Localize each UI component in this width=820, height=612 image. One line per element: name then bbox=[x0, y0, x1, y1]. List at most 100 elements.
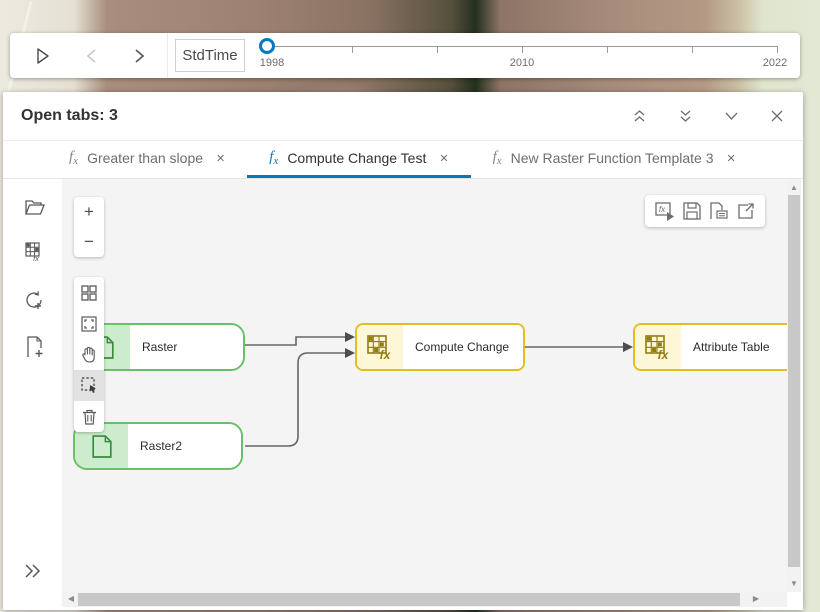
zoom-out-button[interactable]: − bbox=[84, 232, 94, 251]
hand-pan-icon bbox=[82, 346, 95, 363]
raster-function-grid-icon: fx bbox=[645, 335, 670, 361]
function-editor-canvas[interactable]: Raster Raster2 bbox=[62, 179, 787, 592]
select-tool-button[interactable] bbox=[74, 370, 104, 401]
arrowhead bbox=[345, 332, 355, 342]
save-button[interactable] bbox=[678, 198, 705, 225]
node-label: Raster bbox=[130, 325, 243, 369]
tick-label-mid: 2010 bbox=[509, 57, 535, 69]
collapse-all-button[interactable] bbox=[631, 108, 647, 124]
tick-label-start: 1998 bbox=[259, 57, 285, 69]
time-slider-handle[interactable] bbox=[259, 38, 275, 54]
raster-page-icon bbox=[91, 435, 112, 458]
expand-all-button[interactable] bbox=[677, 108, 693, 124]
scroll-down-arrow[interactable]: ▼ bbox=[790, 579, 798, 588]
time-field-label: StdTime bbox=[175, 39, 245, 72]
export-share-icon bbox=[737, 203, 754, 219]
refresh-template-button[interactable] bbox=[24, 289, 46, 311]
node-compute-change[interactable]: fx Compute Change bbox=[355, 323, 525, 371]
apply-fx-icon: fx bbox=[654, 201, 674, 221]
open-template-button[interactable] bbox=[24, 196, 46, 218]
play-icon bbox=[37, 48, 49, 64]
node-label: Attribute Table bbox=[681, 325, 787, 369]
slider-tick bbox=[437, 46, 438, 53]
left-icon-rail: fx bbox=[3, 179, 62, 592]
auto-layout-button[interactable] bbox=[74, 277, 104, 308]
canvas-tools bbox=[74, 277, 104, 432]
close-panel-button[interactable] bbox=[769, 108, 785, 124]
double-chevron-right-icon bbox=[25, 564, 41, 578]
save-as-button[interactable] bbox=[705, 198, 732, 225]
raster-function-grid-icon: fx bbox=[25, 242, 40, 262]
node-attribute-table[interactable]: fx Attribute Table bbox=[633, 323, 787, 371]
chevron-down-icon bbox=[725, 112, 737, 120]
raster-function-grid-icon: fx bbox=[367, 335, 392, 361]
folder-open-icon bbox=[25, 200, 45, 215]
double-chevron-up-icon bbox=[634, 110, 644, 122]
scroll-left-arrow[interactable]: ◀ bbox=[67, 594, 75, 603]
chevron-right-icon bbox=[134, 49, 144, 63]
tab-close-icon[interactable]: ✕ bbox=[726, 152, 736, 165]
svg-text:fx: fx bbox=[380, 348, 392, 361]
horizontal-scrollbar[interactable]: ◀ ▶ bbox=[62, 592, 787, 607]
horizontal-scroll-thumb[interactable] bbox=[78, 593, 740, 606]
time-field-text: StdTime bbox=[182, 47, 238, 64]
layout-grid-icon bbox=[81, 284, 97, 301]
connector-raster-to-compute bbox=[245, 336, 345, 346]
zoom-control: + − bbox=[74, 197, 104, 257]
circular-arrow-plus-icon bbox=[26, 291, 42, 309]
function-icon-section: fx bbox=[357, 325, 403, 369]
pan-tool-button[interactable] bbox=[74, 339, 104, 370]
arrowhead bbox=[345, 348, 355, 358]
tab-compute-change-test[interactable]: fx Compute Change Test ✕ bbox=[247, 141, 471, 178]
previous-step-button[interactable] bbox=[80, 45, 102, 67]
double-chevron-down-icon bbox=[680, 110, 690, 122]
slider-tick bbox=[777, 46, 778, 53]
time-slider-bar: StdTime 1998 2010 2022 bbox=[10, 33, 800, 78]
apply-template-button[interactable]: fx bbox=[651, 198, 678, 225]
expand-rail-button[interactable] bbox=[24, 564, 42, 578]
slider-tick bbox=[352, 46, 353, 53]
panel-title: Open tabs: 3 bbox=[21, 107, 118, 124]
delete-tool-button[interactable] bbox=[74, 401, 104, 432]
chevron-left-icon bbox=[86, 49, 96, 63]
scroll-right-arrow[interactable]: ▶ bbox=[752, 594, 760, 603]
template-toolbar: fx bbox=[645, 195, 765, 227]
collapse-panel-button[interactable] bbox=[723, 108, 739, 124]
new-template-button[interactable] bbox=[24, 336, 46, 358]
tab-greater-than-slope[interactable]: fx Greater than slope ✕ bbox=[47, 141, 247, 178]
scroll-up-arrow[interactable]: ▲ bbox=[790, 183, 798, 192]
tick-label-end: 2022 bbox=[762, 57, 788, 69]
page-note-icon bbox=[710, 202, 728, 219]
tab-close-icon[interactable]: ✕ bbox=[439, 152, 449, 165]
node-label: Raster2 bbox=[128, 424, 241, 468]
tab-close-icon[interactable]: ✕ bbox=[216, 152, 226, 165]
function-icon-section: fx bbox=[635, 325, 681, 369]
raster-function-fx-icon: fx bbox=[269, 149, 279, 167]
vertical-scroll-thumb[interactable] bbox=[788, 195, 800, 567]
tab-bar: fx Greater than slope ✕ fx Compute Chang… bbox=[3, 140, 803, 179]
svg-text:fx: fx bbox=[658, 205, 665, 214]
tab-label: Greater than slope bbox=[87, 150, 204, 166]
panel-footer bbox=[3, 607, 803, 610]
toolbar-divider bbox=[167, 33, 168, 78]
panel-header: Open tabs: 3 bbox=[3, 92, 803, 140]
slider-tick bbox=[607, 46, 608, 53]
tab-label: New Raster Function Template 3 bbox=[510, 150, 714, 166]
raster-function-fx-icon: fx bbox=[69, 149, 79, 167]
fit-to-extent-button[interactable] bbox=[74, 308, 104, 339]
export-button[interactable] bbox=[732, 198, 759, 225]
connector-layer bbox=[245, 332, 633, 447]
arrowhead bbox=[623, 342, 633, 352]
tab-label: Compute Change Test bbox=[287, 150, 427, 166]
close-icon bbox=[771, 110, 783, 122]
raster-function-browser-button[interactable]: fx bbox=[24, 241, 46, 263]
next-step-button[interactable] bbox=[128, 45, 150, 67]
marquee-select-icon bbox=[80, 377, 96, 393]
zoom-in-button[interactable]: + bbox=[84, 202, 94, 221]
vertical-scrollbar[interactable]: ▲ ▼ bbox=[787, 179, 801, 592]
play-button[interactable] bbox=[32, 45, 54, 67]
tab-new-raster-function-template-3[interactable]: fx New Raster Function Template 3 ✕ bbox=[471, 141, 758, 178]
slider-tick bbox=[692, 46, 693, 53]
raster-function-fx-icon: fx bbox=[492, 149, 502, 167]
